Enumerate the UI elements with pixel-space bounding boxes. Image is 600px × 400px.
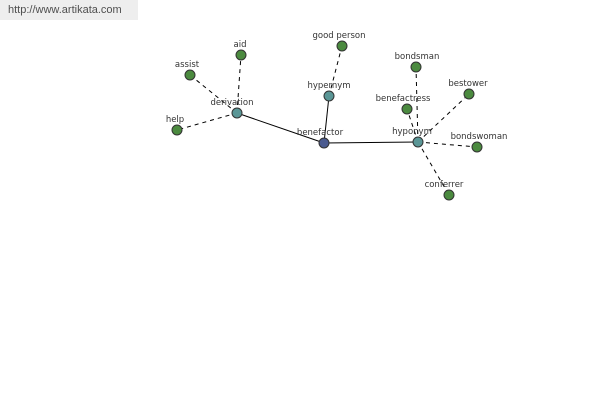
node-benefactress[interactable] (401, 103, 413, 115)
edge-derivation-help (176, 112, 238, 131)
label-benefactress: benefactress (376, 94, 431, 104)
source-url[interactable]: http://www.artikata.com (0, 0, 138, 20)
nodes-layer (171, 40, 483, 201)
node-hyponym[interactable] (412, 136, 424, 148)
node-bondswoman[interactable] (471, 141, 483, 153)
label-derivation: derivation (210, 98, 253, 108)
edge-hyponym-bestower (417, 93, 470, 143)
edge-hypernym-good-person (328, 45, 343, 97)
label-bondswoman: bondswoman (451, 132, 508, 142)
edge-hyponym-benefactress (406, 108, 419, 143)
node-derivation[interactable] (231, 107, 243, 119)
edge-benefactor-derivation (236, 112, 325, 144)
label-bestower: bestower (448, 79, 488, 89)
node-help[interactable] (171, 124, 183, 136)
label-good-person: good person (312, 31, 365, 41)
edge-hyponym-bondswoman (417, 141, 478, 148)
node-hypernym[interactable] (323, 90, 335, 102)
edge-benefactor-hypernym (323, 95, 330, 144)
label-help: help (166, 115, 184, 125)
node-benefactor[interactable] (318, 137, 330, 149)
edge-derivation-assist (189, 74, 238, 114)
node-bestower[interactable] (463, 88, 475, 100)
edge-derivation-aid (236, 54, 242, 114)
labels-layer: benefactor derivation hypernym hyponym aid as… (166, 31, 508, 190)
edge-benefactor-hyponym (323, 141, 419, 144)
label-conferrer: conferrer (425, 180, 464, 190)
edge-hyponym-conferrer (417, 141, 450, 196)
label-bondsman: bondsman (395, 52, 440, 62)
node-bondsman[interactable] (410, 61, 422, 73)
node-aid[interactable] (235, 49, 247, 61)
label-assist: assist (175, 60, 200, 70)
node-assist[interactable] (184, 69, 196, 81)
label-benefactor: benefactor (297, 128, 344, 138)
label-hyponym: hyponym (392, 127, 432, 137)
edges-layer (176, 45, 478, 196)
label-hypernym: hypernym (307, 81, 350, 91)
label-aid: aid (234, 40, 247, 50)
node-good-person[interactable] (336, 40, 348, 52)
node-conferrer[interactable] (443, 189, 455, 201)
